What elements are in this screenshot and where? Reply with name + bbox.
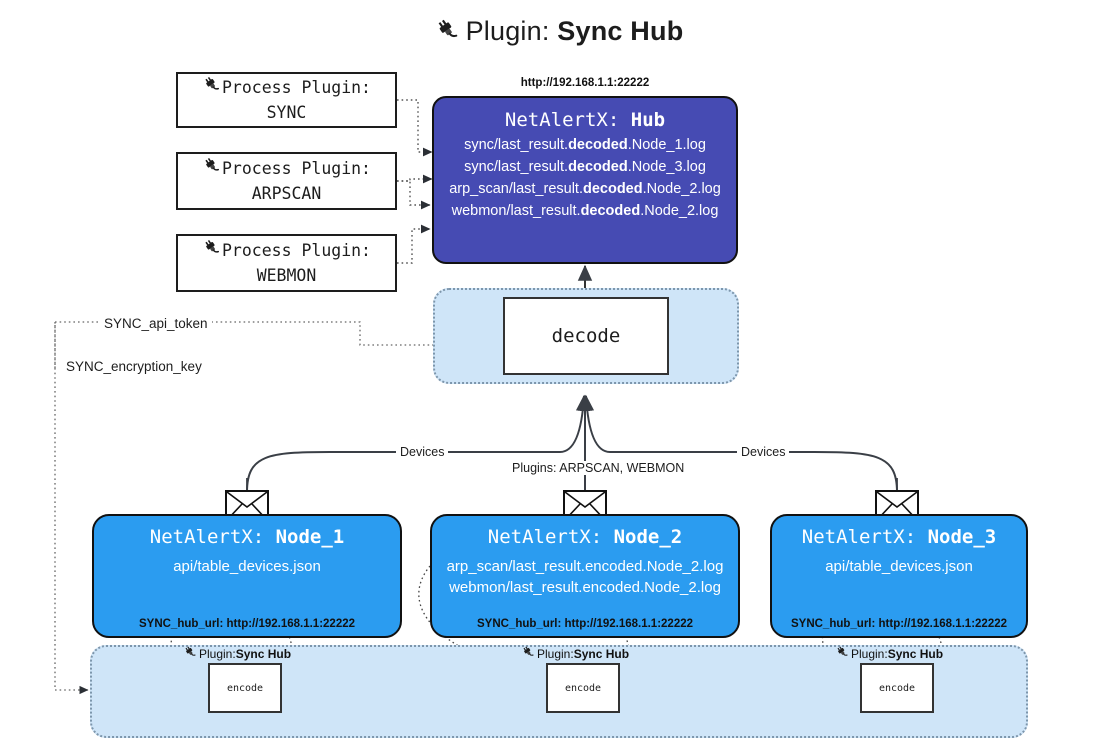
hub-url-label: http://192.168.1.1:22222 xyxy=(520,77,650,89)
page-title: Plugin: Sync Hub xyxy=(0,16,1117,50)
decode-label: decode xyxy=(551,325,621,347)
process-plugin-name: ARPSCAN xyxy=(251,184,322,203)
process-plugin-sync[interactable]: Process Plugin: SYNC xyxy=(176,72,397,128)
process-plugin-label: Process Plugin: xyxy=(221,159,371,179)
node-card-node-3[interactable]: NetAlertX: Node_3 api/table_devices.json… xyxy=(770,514,1028,638)
encode-plugin-tag: Plugin: Sync Hub xyxy=(835,645,943,662)
node-card-node-2[interactable]: NetAlertX: Node_2 arp_scan/last_result.e… xyxy=(430,514,740,638)
encode-plugin-tag: Plugin: Sync Hub xyxy=(521,645,629,662)
page-title-name: Sync Hub xyxy=(557,16,684,46)
encode-plugin-tag: Plugin: Sync Hub xyxy=(183,645,291,662)
plugins-middle-label: Plugins: ARPSCAN, WEBMON xyxy=(508,461,689,475)
encode-box-node-1[interactable]: encode xyxy=(208,663,282,713)
process-plugin-name: SYNC xyxy=(266,103,307,122)
node-footer: SYNC_hub_url: http://192.168.1.1:22222 xyxy=(790,618,1008,630)
hub-log-line: webmon/last_result.decoded.Node_2.log xyxy=(451,203,719,219)
node-line: api/table_devices.json xyxy=(173,558,321,575)
devices-left-label: Devices xyxy=(396,445,449,459)
decode-box[interactable]: decode xyxy=(503,297,669,375)
node-footer: SYNC_hub_url: http://192.168.1.1:22222 xyxy=(138,618,356,630)
encode-label: encode xyxy=(878,682,916,694)
plug-icon xyxy=(202,75,221,101)
process-plugin-label: Process Plugin: xyxy=(221,78,371,98)
process-plugin-webmon[interactable]: Process Plugin: WEBMON xyxy=(176,234,397,292)
node-line: webmon/last_result.encoded.Node_2.log xyxy=(449,579,721,596)
plug-icon xyxy=(521,645,535,662)
hub-log-line: arp_scan/last_result.decoded.Node_2.log xyxy=(449,181,721,197)
node-title: NetAlertX: Node_1 xyxy=(149,526,345,548)
node-title: NetAlertX: Node_3 xyxy=(801,526,997,548)
node-line: api/table_devices.json xyxy=(825,558,973,575)
node-card-node-1[interactable]: NetAlertX: Node_1 api/table_devices.json… xyxy=(92,514,402,638)
plug-icon xyxy=(835,645,849,662)
process-plugin-arpscan[interactable]: Process Plugin: ARPSCAN xyxy=(176,152,397,210)
plug-icon xyxy=(202,156,221,182)
process-plugin-label: Process Plugin: xyxy=(221,241,371,261)
plug-icon xyxy=(434,17,460,50)
encode-box-node-3[interactable]: encode xyxy=(860,663,934,713)
node-footer: SYNC_hub_url: http://192.168.1.1:22222 xyxy=(476,618,694,630)
hub-title: NetAlertX: Hub xyxy=(504,109,666,131)
encode-label: encode xyxy=(564,682,602,694)
encode-box-node-2[interactable]: encode xyxy=(546,663,620,713)
node-title: NetAlertX: Node_2 xyxy=(487,526,683,548)
plug-icon xyxy=(183,645,197,662)
encode-label: encode xyxy=(226,682,264,694)
sync-api-token-label: SYNC_api_token xyxy=(100,316,212,331)
node-line: arp_scan/last_result.encoded.Node_2.log xyxy=(446,558,724,575)
sync-encryption-key-label: SYNC_encryption_key xyxy=(62,359,206,374)
hub-log-line: sync/last_result.decoded.Node_1.log xyxy=(464,137,706,153)
hub-card[interactable]: NetAlertX: Hub sync/last_result.decoded.… xyxy=(432,96,738,264)
hub-log-line: sync/last_result.decoded.Node_3.log xyxy=(464,159,706,175)
devices-right-label: Devices xyxy=(737,445,790,459)
process-plugin-name: WEBMON xyxy=(256,266,317,285)
page-title-prefix: Plugin: xyxy=(465,16,558,46)
plug-icon xyxy=(202,238,221,264)
